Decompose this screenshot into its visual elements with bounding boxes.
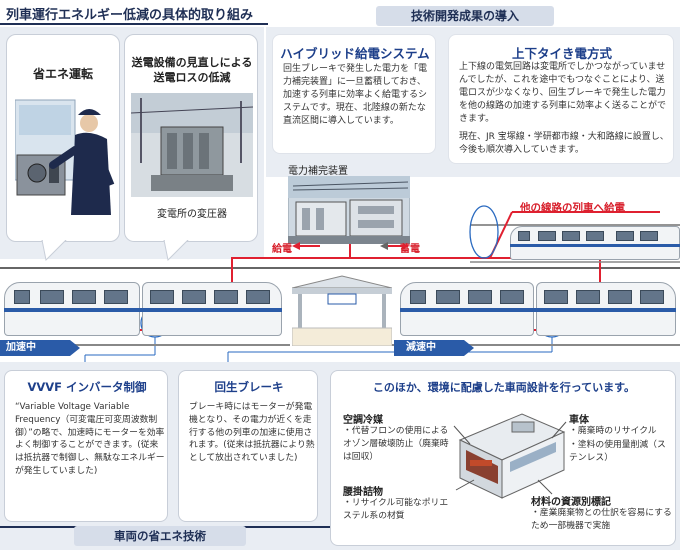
eco-design-title: このほか、環境に配慮した車両設計を行っています。 [372,381,636,394]
body-item-1: ・廃棄時のリサイクル [569,426,657,436]
material-body: ・産業廃棄物との仕訳を容易にするため一部機器で実施 [531,508,672,531]
right-train [400,282,676,338]
hybrid-title: ハイブリッド給電システム [280,46,430,61]
station-platform [292,275,392,346]
title-underline [0,23,268,25]
decel-arrow [464,340,474,356]
driver-illustration [15,99,115,215]
eco-driving-title: 省エネ運転 [32,67,93,81]
substation-title: 送電設備の見直しによる送電ロスの低減 [131,56,253,84]
eco-driving-card: 省エネ運転 [6,34,120,242]
regen-body: ブレーキ時にはモーターが発電機となり、その電力が近くを走行する他の列車の加速に使… [189,402,315,464]
device-label: 電力補完装置 [288,166,348,177]
accel-label: 加速中 [0,340,70,356]
updown-card: 上下タイき電方式 上下線の電気回路は変電所でしかつながっていませんでしたが、これ… [448,34,674,164]
other-train-label: 他の線路の列車へ給電 [520,202,625,214]
transformer-photo [131,93,253,197]
updown-body2: 現在、JR 宝塚線・学研都市線・大和路線に設置し、今後も順次導入していきます。 [459,132,669,155]
body-title: 車体 [569,415,589,426]
aircon-body: ・代替フロンの使用によるオゾン層破壊防止（廃棄時は回収） [343,426,449,462]
eco-card-tail [41,240,67,262]
decel-label: 減速中 [394,340,464,356]
vvvf-title: VVVF インバータ制御 [27,380,147,394]
supply-label: 給電 [272,244,292,255]
substation-card-tail [163,240,189,262]
hybrid-card: ハイブリッド給電システム 回生ブレーキで発生した電力を「電力補完装置」に一旦蓄積… [272,34,436,154]
substation-caption: 変電所の変圧器 [157,209,227,220]
regen-card: 回生ブレーキ ブレーキ時にはモーターが発電機となり、その電力が近くを走行する他の… [178,370,318,522]
railcar-cutaway [453,413,567,499]
other-track-train [510,226,680,262]
power-device-photo [288,176,410,244]
seat-body: ・リサイクル可能なポリエステル系の材質 [343,498,449,521]
seat-title: 腰掛詰物 [343,487,383,498]
substation-card: 送電設備の見直しによる送電ロスの低減 変電所の変圧器 [124,34,258,242]
aircon-title: 空調冷媒 [343,415,383,426]
page-title: 列車運行エネルギー低減の具体的取り組み [6,8,254,23]
body-item-2: ・塗料の使用量削減（ステンレス） [569,440,666,463]
left-train [0,282,284,338]
vvvf-body: “Variable Voltage Variable Frequency（可変電… [15,402,165,476]
footer-tab: 車両の省エネ技術 [74,526,246,546]
hybrid-body: 回生ブレーキで発生した電力を「電力補完装置」に一旦蓄積しておき、加速する列車に効… [283,64,428,126]
material-title: 材料の資源別標記 [531,497,611,508]
accel-arrow [70,340,80,356]
tech-tab: 技術開発成果の導入 [376,6,554,26]
regen-title: 回生ブレーキ [214,380,284,394]
vvvf-card: VVVF インバータ制御 “Variable Voltage Variable … [4,370,168,522]
charge-label: 蓄電 [400,244,420,255]
updown-title: 上下タイき電方式 [511,46,612,61]
updown-body1: 上下線の電気回路は変電所でしかつながっていませんでしたが、これを途中でもつなぐこ… [459,62,667,124]
